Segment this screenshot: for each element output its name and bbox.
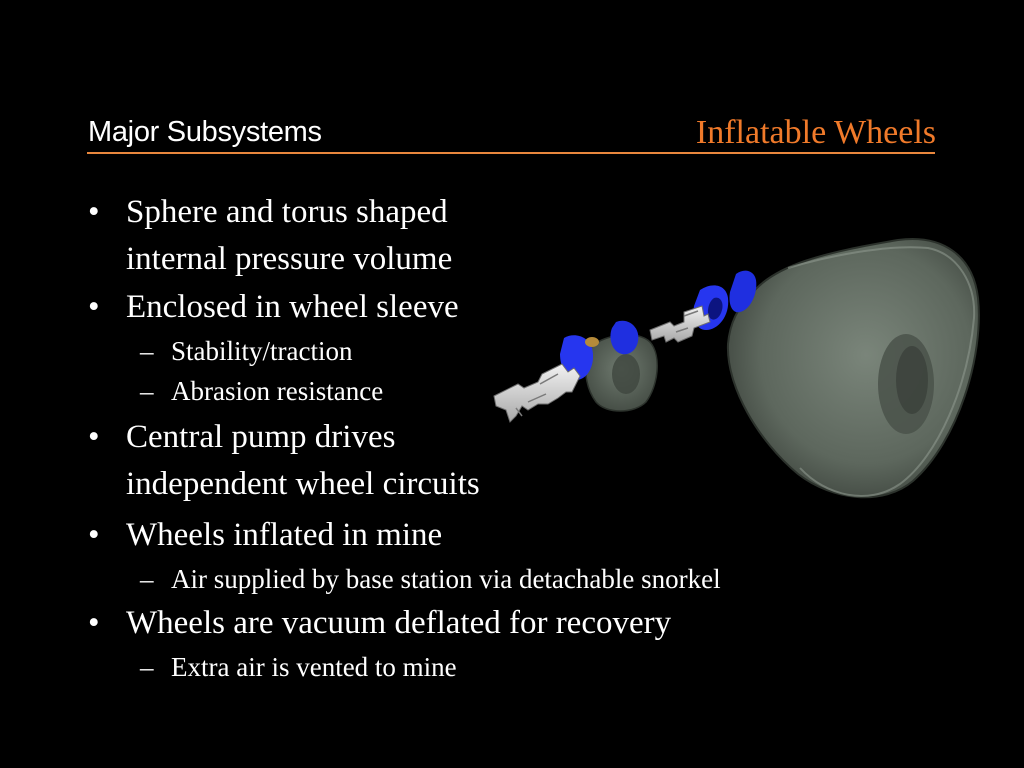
section-title: Major Subsystems [88, 116, 322, 148]
small-wheel [584, 334, 658, 412]
bullet-1-line-1: Sphere and torus shaped [126, 194, 448, 230]
sub-bullet-dash: – [140, 564, 154, 594]
sub-bullet-dash: – [140, 652, 154, 682]
bullet-dot: • [88, 517, 100, 553]
hub-cap-left [560, 320, 639, 380]
bullet-2-sub-1: Stability/traction [171, 336, 353, 366]
bullet-4-sub-1: Air supplied by base station via detacha… [171, 564, 721, 594]
sub-bullet-dash: – [140, 376, 154, 406]
bullet-1-line-2: internal pressure volume [126, 241, 453, 277]
bullet-4-line-1: Wheels inflated in mine [126, 517, 443, 553]
bullet-3-line-1: Central pump drives [126, 419, 396, 455]
slide-title: Inflatable Wheels [695, 114, 936, 151]
bullet-5-sub-1: Extra air is vented to mine [171, 652, 457, 682]
axle-bracket-right [649, 305, 711, 343]
bullet-dot: • [88, 289, 100, 325]
bullet-dot: • [88, 605, 100, 641]
sub-bullet-dash: – [140, 336, 154, 366]
bullet-5-line-1: Wheels are vacuum deflated for recovery [126, 605, 672, 641]
large-wheel [726, 238, 980, 499]
bullet-2-sub-2: Abrasion resistance [171, 376, 384, 406]
bullet-3-line-2: independent wheel circuits [126, 466, 480, 502]
axle-bracket-left [493, 363, 581, 423]
exploded-wheel-assembly-icon [493, 238, 980, 499]
bullet-2-line-1: Enclosed in wheel sleeve [126, 289, 459, 325]
bullet-dot: • [88, 419, 100, 455]
title-divider [87, 152, 935, 154]
bullet-dot: • [88, 194, 100, 230]
